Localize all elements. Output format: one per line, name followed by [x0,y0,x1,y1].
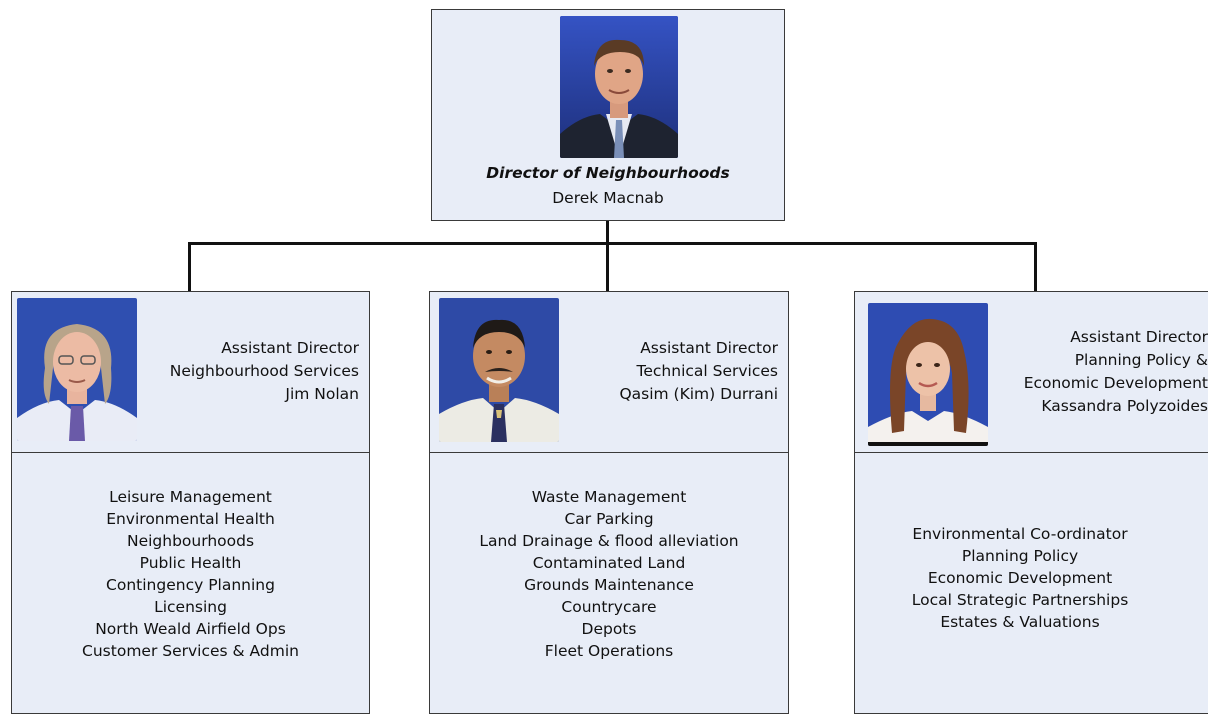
assistant-right-department-line-1: Planning Policy & [1074,351,1208,369]
assistant-right-photo [868,303,988,446]
list-item: Contingency Planning [106,576,275,594]
list-item: Car Parking [564,510,654,528]
list-item: Customer Services & Admin [82,642,299,660]
list-item: North Weald Airfield Ops [95,620,286,638]
assistant-left-department: Neighbourhood Services [169,362,359,380]
assistant-left-responsibilities: Leisure Management Environmental Health … [11,452,370,714]
connector-director-down [606,220,609,244]
assistant-middle-responsibilities: Waste Management Car Parking Land Draina… [429,452,789,714]
assistant-right-header: Assistant Director Planning Policy & Eco… [854,291,1208,453]
list-item: Fleet Operations [544,642,674,660]
responsibility-list-middle: Waste Management Car Parking Land Draina… [430,486,788,662]
list-item: Depots [581,620,637,638]
assistant-right-role: Assistant Director [1070,328,1208,346]
assistant-middle-photo [439,298,559,442]
list-item: Estates & Valuations [940,613,1100,631]
list-item: Economic Development [927,569,1113,587]
connector-right-drop [1034,242,1037,292]
responsibility-list-right: Environmental Co-ordinator Planning Poli… [855,523,1185,633]
director-box: Director of Neighbourhoods Derek Macnab [431,9,785,221]
list-item: Planning Policy [961,547,1079,565]
list-item: Public Health [139,554,242,572]
assistant-left-header: Assistant Director Neighbourhood Service… [11,291,370,453]
list-item: Land Drainage & flood alleviation [479,532,739,550]
connector-horizontal [188,242,1037,245]
responsibility-list-left: Leisure Management Environmental Health … [12,486,369,662]
assistant-left-photo [17,298,137,441]
list-item: Environmental Health [106,510,275,528]
assistant-left-name: Jim Nolan [285,385,359,403]
connector-left-drop [188,242,191,292]
assistant-middle-header: Assistant Director Technical Services Qa… [429,291,789,453]
list-item: Contaminated Land [532,554,686,572]
list-item: Licensing [154,598,227,616]
assistant-middle-role: Assistant Director [640,339,778,357]
assistant-middle-name: Qasim (Kim) Durrani [619,385,778,403]
connector-middle-drop [606,242,609,292]
director-name: Derek Macnab [552,189,664,207]
assistant-middle-department: Technical Services [636,362,778,380]
list-item: Grounds Maintenance [524,576,694,594]
list-item: Waste Management [531,488,687,506]
list-item: Local Strategic Partnerships [911,591,1129,609]
list-item: Leisure Management [109,488,272,506]
assistant-right-name: Kassandra Polyzoides [1041,397,1208,415]
assistant-right-responsibilities: Environmental Co-ordinator Planning Poli… [854,452,1208,714]
list-item: Countrycare [561,598,657,616]
assistant-left-role: Assistant Director [221,339,359,357]
list-item: Neighbourhoods [126,532,255,550]
assistant-right-department-line-2: Economic Development [1023,374,1208,392]
list-item: Environmental Co-ordinator [912,525,1128,543]
director-photo [560,16,678,158]
director-title: Director of Neighbourhoods [486,164,730,182]
